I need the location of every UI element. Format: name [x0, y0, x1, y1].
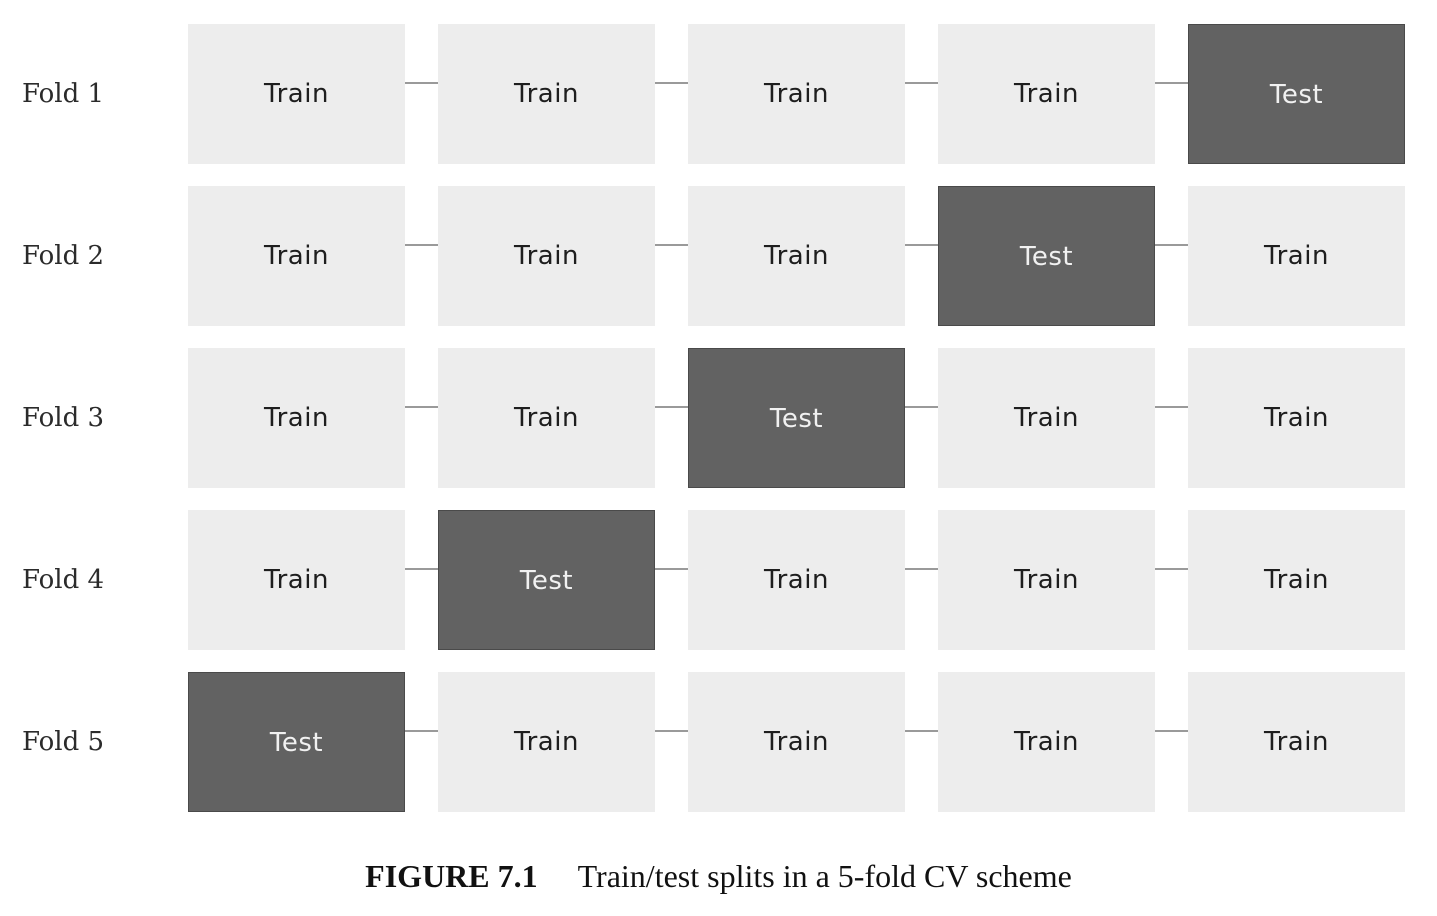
train-block: Train [688, 186, 905, 326]
train-block: Train [938, 510, 1155, 650]
train-block: Train [1188, 672, 1405, 812]
test-block: Test [688, 348, 905, 488]
test-block: Test [938, 186, 1155, 326]
figure-caption: FIGURE 7.1 Train/test splits in a 5-fold … [0, 858, 1437, 895]
fold-label: Fold 1 [22, 79, 105, 109]
train-block: Train [188, 510, 405, 650]
fold-label: Fold 5 [22, 727, 105, 757]
fold-label: Fold 2 [22, 241, 105, 271]
train-block: Train [438, 186, 655, 326]
figure-caption-text: Train/test splits in a 5-fold CV scheme [577, 858, 1072, 894]
train-block: Train [438, 24, 655, 164]
train-block: Train [1188, 348, 1405, 488]
train-block: Train [438, 348, 655, 488]
fold-label: Fold 3 [22, 403, 105, 433]
train-block: Train [938, 348, 1155, 488]
figure-number: FIGURE 7.1 [365, 858, 538, 894]
train-block: Train [688, 672, 905, 812]
test-block: Test [438, 510, 655, 650]
train-block: Train [938, 672, 1155, 812]
train-block: Train [188, 24, 405, 164]
train-block: Train [188, 348, 405, 488]
train-block: Train [438, 672, 655, 812]
train-block: Train [938, 24, 1155, 164]
train-block: Train [188, 186, 405, 326]
train-block: Train [1188, 186, 1405, 326]
fold-label: Fold 4 [22, 565, 105, 595]
train-block: Train [688, 24, 905, 164]
test-block: Test [1188, 24, 1405, 164]
train-block: Train [1188, 510, 1405, 650]
train-block: Train [688, 510, 905, 650]
test-block: Test [188, 672, 405, 812]
